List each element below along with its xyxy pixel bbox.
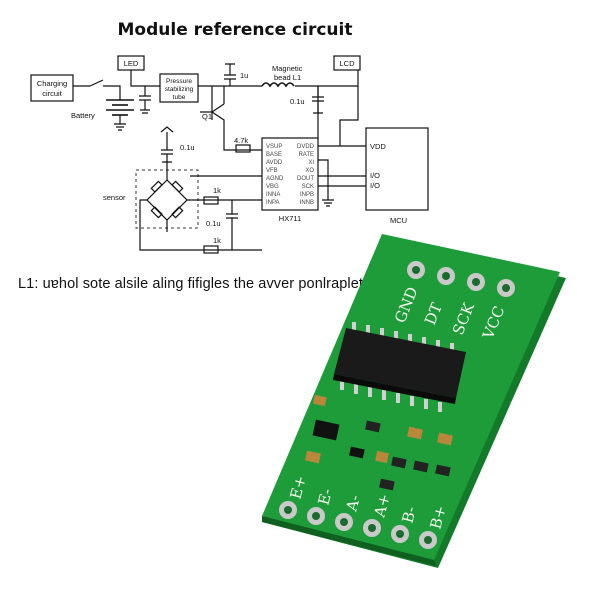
bottom-pads xyxy=(279,501,437,549)
silk-e-minus: E- xyxy=(314,487,336,507)
cap-left-label: 0.1u xyxy=(180,143,195,152)
pressure-label-1: Pressure xyxy=(166,78,192,85)
battery-label: Battery xyxy=(71,111,95,120)
resistor-1k-b xyxy=(203,245,219,254)
q1-label: Q1 xyxy=(202,112,212,121)
r1-label: 1k xyxy=(213,186,221,195)
silk-b-minus: B- xyxy=(398,505,420,525)
resistor-smd-3 xyxy=(391,456,407,469)
capacitor-smd-4 xyxy=(437,432,453,446)
capacitor-smd-5 xyxy=(375,450,389,464)
resistor-smd-5 xyxy=(435,464,451,477)
ic-right-pins: DVDD RATE XI XO DOUT SCK INPB INNB xyxy=(297,144,315,206)
silk-b-plus: B+ xyxy=(426,504,449,531)
cap-right-label: 0.1u xyxy=(290,97,305,106)
r47k-label: 4.7k xyxy=(234,136,248,145)
charging-circuit-box xyxy=(30,74,74,102)
silk-a-minus: A- xyxy=(342,493,364,514)
mcu-box xyxy=(365,127,429,211)
mcu-pin-io-1: I/O xyxy=(370,171,380,180)
magnetic-label-2: bead L1 xyxy=(274,73,301,82)
caption-text: L1: uɐhol sote alsile aling fifigles the… xyxy=(18,276,372,292)
resistor-47k xyxy=(235,144,251,153)
svg-text:INNA: INNA xyxy=(266,192,280,198)
lcd-label: LCD xyxy=(339,59,355,68)
svg-text:INPB: INPB xyxy=(300,192,314,198)
led-label: LED xyxy=(124,59,139,68)
svg-text:DVDD: DVDD xyxy=(297,144,315,150)
svg-text:AGND: AGND xyxy=(266,176,284,182)
cap-mid-label: 0.1u xyxy=(206,219,221,228)
r2-label: 1k xyxy=(213,236,221,245)
svg-text:AVDD: AVDD xyxy=(266,160,283,166)
resistor-smd-2 xyxy=(365,420,381,433)
capacitor-smd-1 xyxy=(313,394,327,407)
ic-chip xyxy=(334,328,466,398)
pressure-label-2: stabilizing xyxy=(165,86,194,93)
svg-text:INNB: INNB xyxy=(300,200,314,206)
resistor-1k-a xyxy=(203,196,219,205)
charging-label-1: Charging xyxy=(37,79,67,88)
svg-text:BASE: BASE xyxy=(266,152,282,158)
svg-text:VBG: VBG xyxy=(266,184,279,190)
pressure-label-3: tube xyxy=(173,94,186,101)
silk-a-plus: A+ xyxy=(370,492,394,520)
charging-label-2: circuit xyxy=(42,89,63,98)
lcd-box xyxy=(333,55,361,71)
pressure-tube-box xyxy=(159,73,199,103)
mcu-label: MCU xyxy=(390,216,407,225)
svg-text:SCK: SCK xyxy=(302,184,314,190)
svg-text:VFB: VFB xyxy=(266,168,278,174)
svg-text:XI: XI xyxy=(308,160,314,166)
ic-chip-pins xyxy=(340,322,454,412)
magnetic-bead xyxy=(261,82,295,88)
cap-top-label: 1u xyxy=(240,71,248,80)
battery-symbol xyxy=(106,99,134,131)
svg-text:VSUP: VSUP xyxy=(266,144,282,150)
resistor-smd-6 xyxy=(379,478,395,491)
svg-text:DOUT: DOUT xyxy=(297,176,314,182)
ic-name: HX711 xyxy=(279,214,301,223)
svg-text:XO: XO xyxy=(305,168,314,174)
capacitor-smd-2 xyxy=(305,450,321,464)
transistor-smd xyxy=(312,419,340,441)
resistor-smd-1 xyxy=(349,446,365,459)
mcu-pin-vdd: VDD xyxy=(370,142,386,151)
sensor-label: sensor xyxy=(103,193,126,202)
mcu-pin-io-2: I/O xyxy=(370,181,380,190)
silk-e-plus: E+ xyxy=(286,474,309,501)
magnetic-label-1: Magnetic xyxy=(272,64,303,73)
ic-left-pins: VSUP BASE AVDD VFB AGND VBG INNA INPA xyxy=(266,144,284,206)
svg-text:INPA: INPA xyxy=(266,200,280,206)
hx711-chip xyxy=(261,137,319,211)
resistor-smd-4 xyxy=(413,460,429,473)
svg-text:RATE: RATE xyxy=(298,152,314,158)
capacitor-smd-3 xyxy=(407,426,423,440)
charging-wire xyxy=(73,79,121,100)
top-pads xyxy=(407,261,515,297)
diagram-title: Module reference circuit xyxy=(117,20,353,40)
